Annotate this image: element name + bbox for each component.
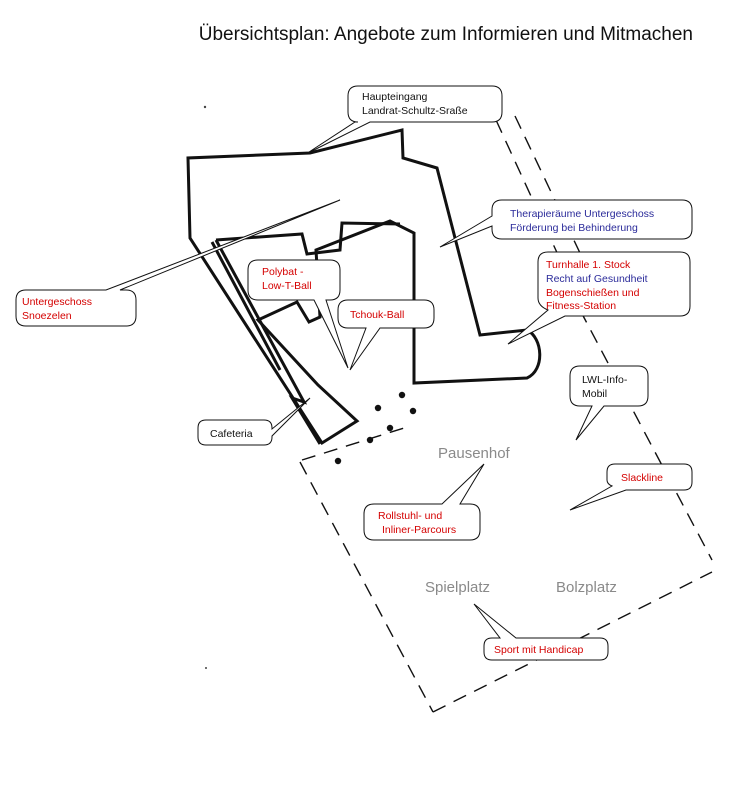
callout-polybat: Polybat - Low-T-Ball <box>247 259 349 369</box>
speck <box>203 105 207 109</box>
callout-lwl: LWL-Info- Mobil <box>569 365 649 441</box>
school-building <box>186 128 542 446</box>
area-label-pausenhof: Pausenhof <box>438 445 511 462</box>
callout-text: Fitness-Station <box>546 300 616 312</box>
callout-text: Tchouk-Ball <box>350 309 404 321</box>
schoolyard-boundary <box>299 115 713 713</box>
callout-cafeteria: Cafeteria <box>197 397 311 446</box>
callout-text: Slackline <box>621 472 663 484</box>
callout-text: Recht auf Gesundheit <box>546 273 648 285</box>
callout-text: Therapieräume Untergeschoss <box>510 208 654 220</box>
callout-tchouk: Tchouk-Ball <box>337 299 435 371</box>
callout-text: Förderung bei Behinderung <box>510 222 638 234</box>
callout-text: Rollstuhl- und <box>378 510 442 522</box>
area-label-bolzplatz: Bolzplatz <box>556 579 617 596</box>
callout-haupteingang: Haupteingang Landrat-Schultz-Sraße <box>305 85 503 155</box>
area-label-spielplatz: Spielplatz <box>425 579 490 596</box>
callout-text: Inliner-Parcours <box>382 524 456 536</box>
speck <box>205 667 207 669</box>
callout-therapie: Therapieräume Untergeschoss Förderung be… <box>439 199 693 248</box>
callout-text: Turnhalle 1. Stock <box>546 259 631 271</box>
callout-text: Mobil <box>582 388 607 400</box>
dot-markers <box>334 391 417 465</box>
callout-turnhalle: Turnhalle 1. Stock Recht auf Gesundheit … <box>507 251 691 345</box>
callout-text: Bogenschießen und <box>546 287 640 299</box>
page-title: Übersichtsplan: Angebote zum Informieren… <box>198 24 693 45</box>
callout-text: Low-T-Ball <box>262 280 312 292</box>
callout-text: Untergeschoss <box>22 296 92 308</box>
callout-text: Landrat-Schultz-Sraße <box>362 105 468 117</box>
callout-text: LWL-Info- <box>582 374 628 386</box>
callout-rollstuhl: Rollstuhl- und Inliner-Parcours <box>363 463 485 541</box>
callout-text: Cafeteria <box>210 428 253 440</box>
callout-text: Polybat - <box>262 266 304 278</box>
callout-slackline: Slackline <box>569 463 693 511</box>
callout-untergeschoss: Untergeschoss Snoezelen <box>15 199 341 327</box>
callout-text: Sport mit Handicap <box>494 644 583 656</box>
callout-text: Snoezelen <box>22 310 72 322</box>
callout-text: Haupteingang <box>362 91 428 103</box>
callout-sport: Sport mit Handicap <box>473 603 609 661</box>
